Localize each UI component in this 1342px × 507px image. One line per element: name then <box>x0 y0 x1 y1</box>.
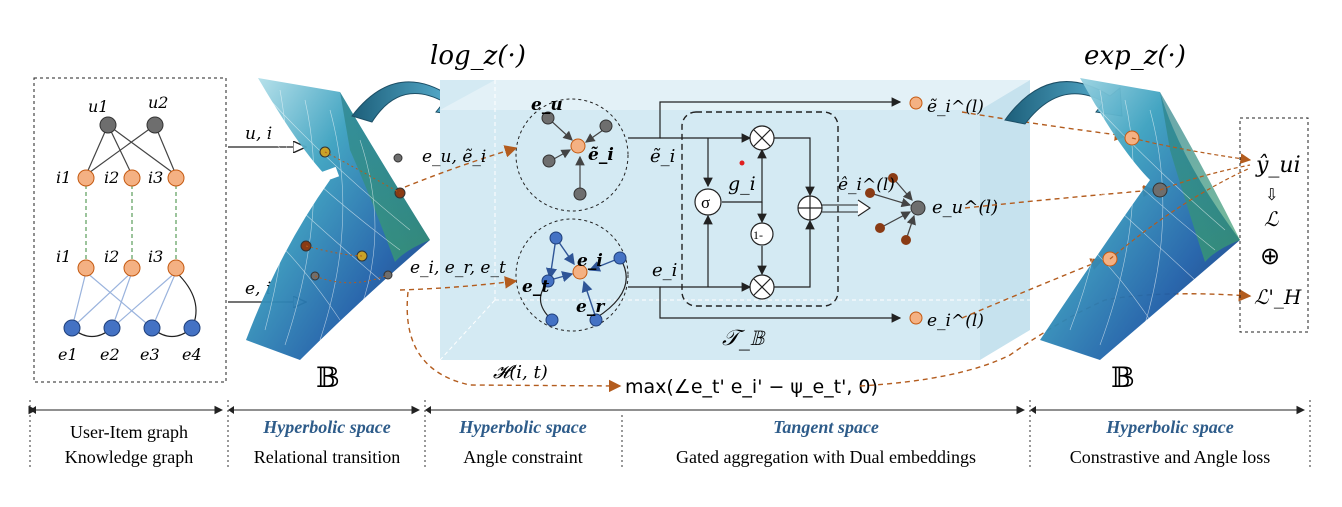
entity-node-2 <box>103 319 121 337</box>
section-3-line-1: Angle constraint <box>463 447 582 467</box>
entity-label-1: e1 <box>58 345 78 364</box>
right-hyperbolic-manifold: 𝔹 <box>1040 78 1252 394</box>
right-ball-symbol: 𝔹 <box>1111 363 1135 394</box>
constraint-h-label: 𝓗(i, t) <box>493 362 548 383</box>
output-arrow: ⇩ <box>1265 185 1278 204</box>
entity-node-3 <box>143 319 161 337</box>
top-local-neighbor: e_u <box>531 95 563 115</box>
exp-map-label: exp_z(·) <box>1084 41 1186 71</box>
gate-sigma-label: σ <box>701 193 710 212</box>
user-label-1: u1 <box>88 97 108 116</box>
ei-label: e_i <box>652 260 677 281</box>
constraint-formula: max(∠e_t' e_i' − ψ_e_t', 0) <box>625 376 878 398</box>
bottom-local-rel: e_r <box>576 297 605 317</box>
gate-one-minus-label: 1- <box>753 228 763 242</box>
flow-label-ui: e_u, ẽ_i <box>422 147 486 167</box>
entity-node-1 <box>63 319 81 337</box>
entity-label-4: e4 <box>182 345 202 364</box>
user-node-2 <box>146 116 164 134</box>
section-4-title: Tangent space <box>773 417 879 437</box>
hat-ei-label: ê_i^(l) <box>838 175 895 195</box>
tilde-ei-label: ẽ_i <box>650 146 675 167</box>
output-panel-border <box>1239 117 1309 333</box>
output-loss-h: ℒ'_H <box>1254 285 1302 309</box>
graph-panel-border <box>33 77 227 383</box>
item-node-bottom-3 <box>167 259 185 277</box>
section-5-title: Hyperbolic space <box>1105 417 1233 437</box>
item-label-bottom-3: i3 <box>148 247 163 266</box>
bottom-local-center: e_i <box>577 251 603 271</box>
section-2-line-1: Relational transition <box>254 447 400 467</box>
section-ruler <box>28 400 1311 470</box>
flow-label-kg: e_i, e_r, e_t <box>410 258 506 278</box>
section-labels: User-Item graph Knowledge graph Hyperbol… <box>65 417 1270 467</box>
gate-block <box>681 111 839 307</box>
log-map-arrow: log_z(·) <box>351 41 526 123</box>
user-label-2: u2 <box>148 93 168 112</box>
user-node-1 <box>99 116 117 134</box>
output-loss: ℒ <box>1264 207 1279 231</box>
out-top-label: ẽ_i^(l) <box>927 97 984 117</box>
section-2-title: Hyperbolic space <box>262 417 390 437</box>
section-5-line-1: Constrastive and Angle loss <box>1070 447 1271 467</box>
flow-arrows: e_u, ẽ_i e_i, e_r, e_t 𝓗(i, t) max(∠e_t'… <box>399 111 1252 398</box>
output-panel: ŷ_ui ⇩ ℒ ⊕ ℒ'_H <box>1239 117 1309 333</box>
section-3-title: Hyperbolic space <box>458 417 586 437</box>
input-arrows: u, i e, i <box>228 124 306 302</box>
entity-label-3: e3 <box>140 345 160 364</box>
section-1-line-1: User-Item graph <box>70 422 188 442</box>
item-label-top-3: i3 <box>148 168 163 187</box>
item-node-top-3 <box>167 169 185 187</box>
entity-label-2: e2 <box>100 345 120 364</box>
item-node-top-2 <box>123 169 141 187</box>
gate-g-label: g_i <box>728 173 756 195</box>
item-label-top-2: i2 <box>104 168 119 187</box>
entity-node-4 <box>183 319 201 337</box>
output-oplus: ⊕ <box>1260 242 1280 270</box>
tangent-space-box: e_u ẽ_i e_i e_t e_r <box>439 80 1035 361</box>
gate-sigma <box>694 188 722 216</box>
item-label-bottom-1: i1 <box>56 247 71 266</box>
log-map-label: log_z(·) <box>430 41 526 71</box>
left-hyperbolic-manifold: 𝔹 <box>246 78 430 394</box>
bottom-local-head: e_t <box>522 277 549 297</box>
transform-label: 𝒯_𝔹 <box>722 326 767 351</box>
input-label-user-item: u, i <box>245 124 272 144</box>
gate-one-minus <box>750 222 774 246</box>
item-label-bottom-2: i2 <box>104 247 119 266</box>
out-bottom-label: e_i^(l) <box>927 311 984 331</box>
input-label-entity-item: e, i <box>245 279 271 299</box>
output-y-hat: ŷ_ui <box>1255 153 1301 178</box>
item-node-bottom-2 <box>123 259 141 277</box>
local-graph-bottom <box>515 218 629 332</box>
left-graph-panel: u1 u2 i1 i2 i3 i1 i2 i3 e1 e2 e3 e4 <box>33 77 227 383</box>
item-label-top-1: i1 <box>56 168 71 187</box>
section-4-line-1: Gated aggregation with Dual embeddings <box>676 447 976 467</box>
item-node-top-1 <box>77 169 95 187</box>
item-node-bottom-1 <box>77 259 95 277</box>
top-local-center: ẽ_i <box>588 145 614 165</box>
section-1-line-2: Knowledge graph <box>65 447 193 467</box>
left-ball-symbol: 𝔹 <box>316 363 340 394</box>
